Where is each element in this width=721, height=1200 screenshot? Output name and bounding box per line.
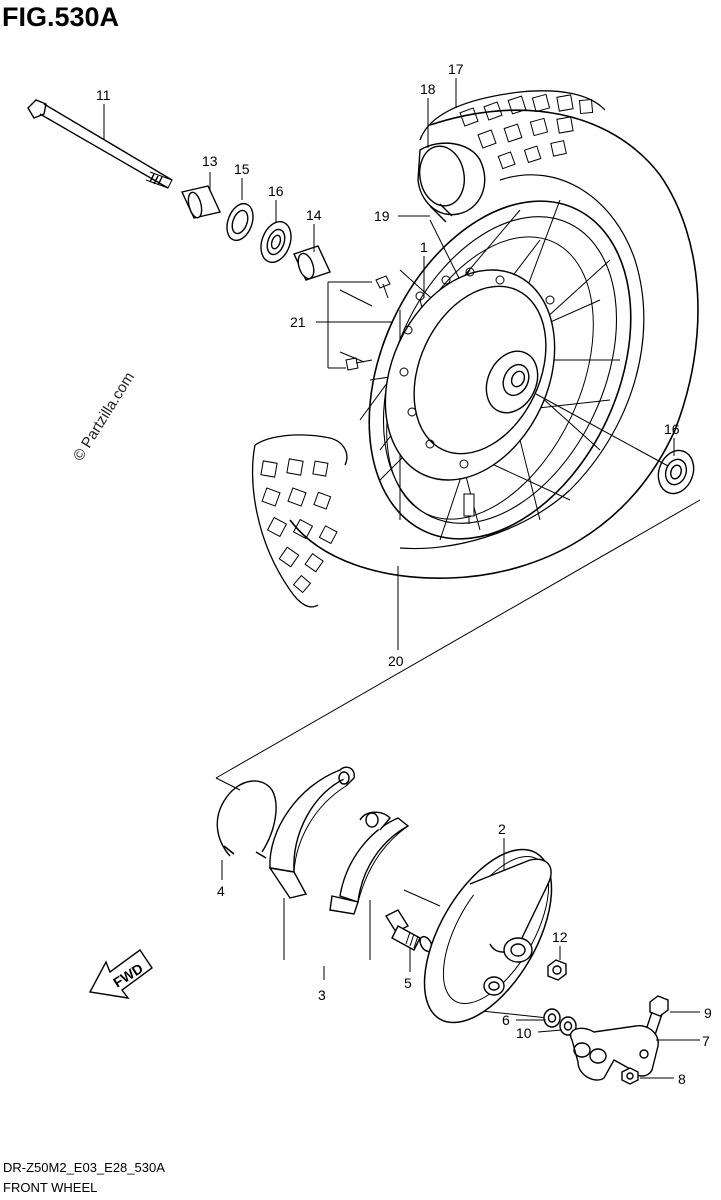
- leader-lines: [103, 78, 700, 1079]
- dust-seal[interactable]: [222, 200, 258, 244]
- inner-tube[interactable]: [415, 142, 486, 223]
- washers[interactable]: [543, 1008, 577, 1036]
- bearing-lower[interactable]: [653, 446, 700, 499]
- brake-spring[interactable]: [216, 780, 277, 859]
- nut-8[interactable]: [621, 1067, 639, 1085]
- fwd-arrow: FWD: [88, 949, 153, 999]
- figure-name: FRONT WHEEL: [3, 1180, 98, 1195]
- callout-4[interactable]: 4: [217, 883, 225, 899]
- spacer-14[interactable]: [293, 245, 331, 281]
- callout-17[interactable]: 17: [448, 61, 464, 77]
- callout-11[interactable]: 11: [96, 87, 111, 103]
- axle-bolt[interactable]: [27, 99, 173, 189]
- callout-18[interactable]: 18: [420, 81, 436, 97]
- callout-21[interactable]: 21: [290, 314, 306, 330]
- brake-panel[interactable]: [398, 829, 577, 1043]
- brake-cam[interactable]: [384, 909, 434, 953]
- rim-screws[interactable]: [345, 275, 391, 371]
- callout-8[interactable]: 8: [678, 1071, 686, 1087]
- callout-3[interactable]: 3: [318, 987, 326, 1003]
- callout-20[interactable]: 20: [388, 653, 404, 669]
- callout-16-lower[interactable]: 16: [664, 421, 680, 437]
- spacer-13[interactable]: [181, 185, 221, 219]
- callout-15[interactable]: 15: [234, 161, 250, 177]
- callout-10[interactable]: 10: [516, 1025, 532, 1041]
- callout-labels: 11 13 15 16 14 18 17 19 1 21 16 20 4 3 5…: [96, 61, 712, 1087]
- callout-12[interactable]: 12: [552, 929, 568, 945]
- valve-stem[interactable]: [463, 493, 475, 524]
- callout-9[interactable]: 9: [704, 1005, 712, 1021]
- model-code: DR-Z50M2_E03_E28_530A: [3, 1160, 165, 1175]
- callout-5[interactable]: 5: [404, 975, 412, 991]
- nut-12[interactable]: [547, 959, 567, 981]
- front-tire[interactable]: [251, 90, 699, 608]
- callout-19[interactable]: 19: [374, 208, 390, 224]
- callout-2[interactable]: 2: [498, 821, 506, 837]
- figure-title: FIG.530A: [2, 2, 120, 32]
- explode-lines: [215, 393, 701, 1019]
- callout-16-upper[interactable]: 16: [268, 183, 284, 199]
- callout-6[interactable]: 6: [502, 1012, 510, 1028]
- brake-shoe-b[interactable]: [329, 811, 410, 915]
- callout-7[interactable]: 7: [702, 1033, 710, 1049]
- callout-1[interactable]: 1: [420, 239, 428, 255]
- callout-14[interactable]: 14: [306, 207, 322, 223]
- brake-shoe-a[interactable]: [268, 766, 355, 899]
- wheel-hub[interactable]: [353, 242, 587, 507]
- brake-arm[interactable]: [569, 1025, 659, 1081]
- bearing-upper[interactable]: [256, 217, 297, 266]
- callout-13[interactable]: 13: [202, 153, 218, 169]
